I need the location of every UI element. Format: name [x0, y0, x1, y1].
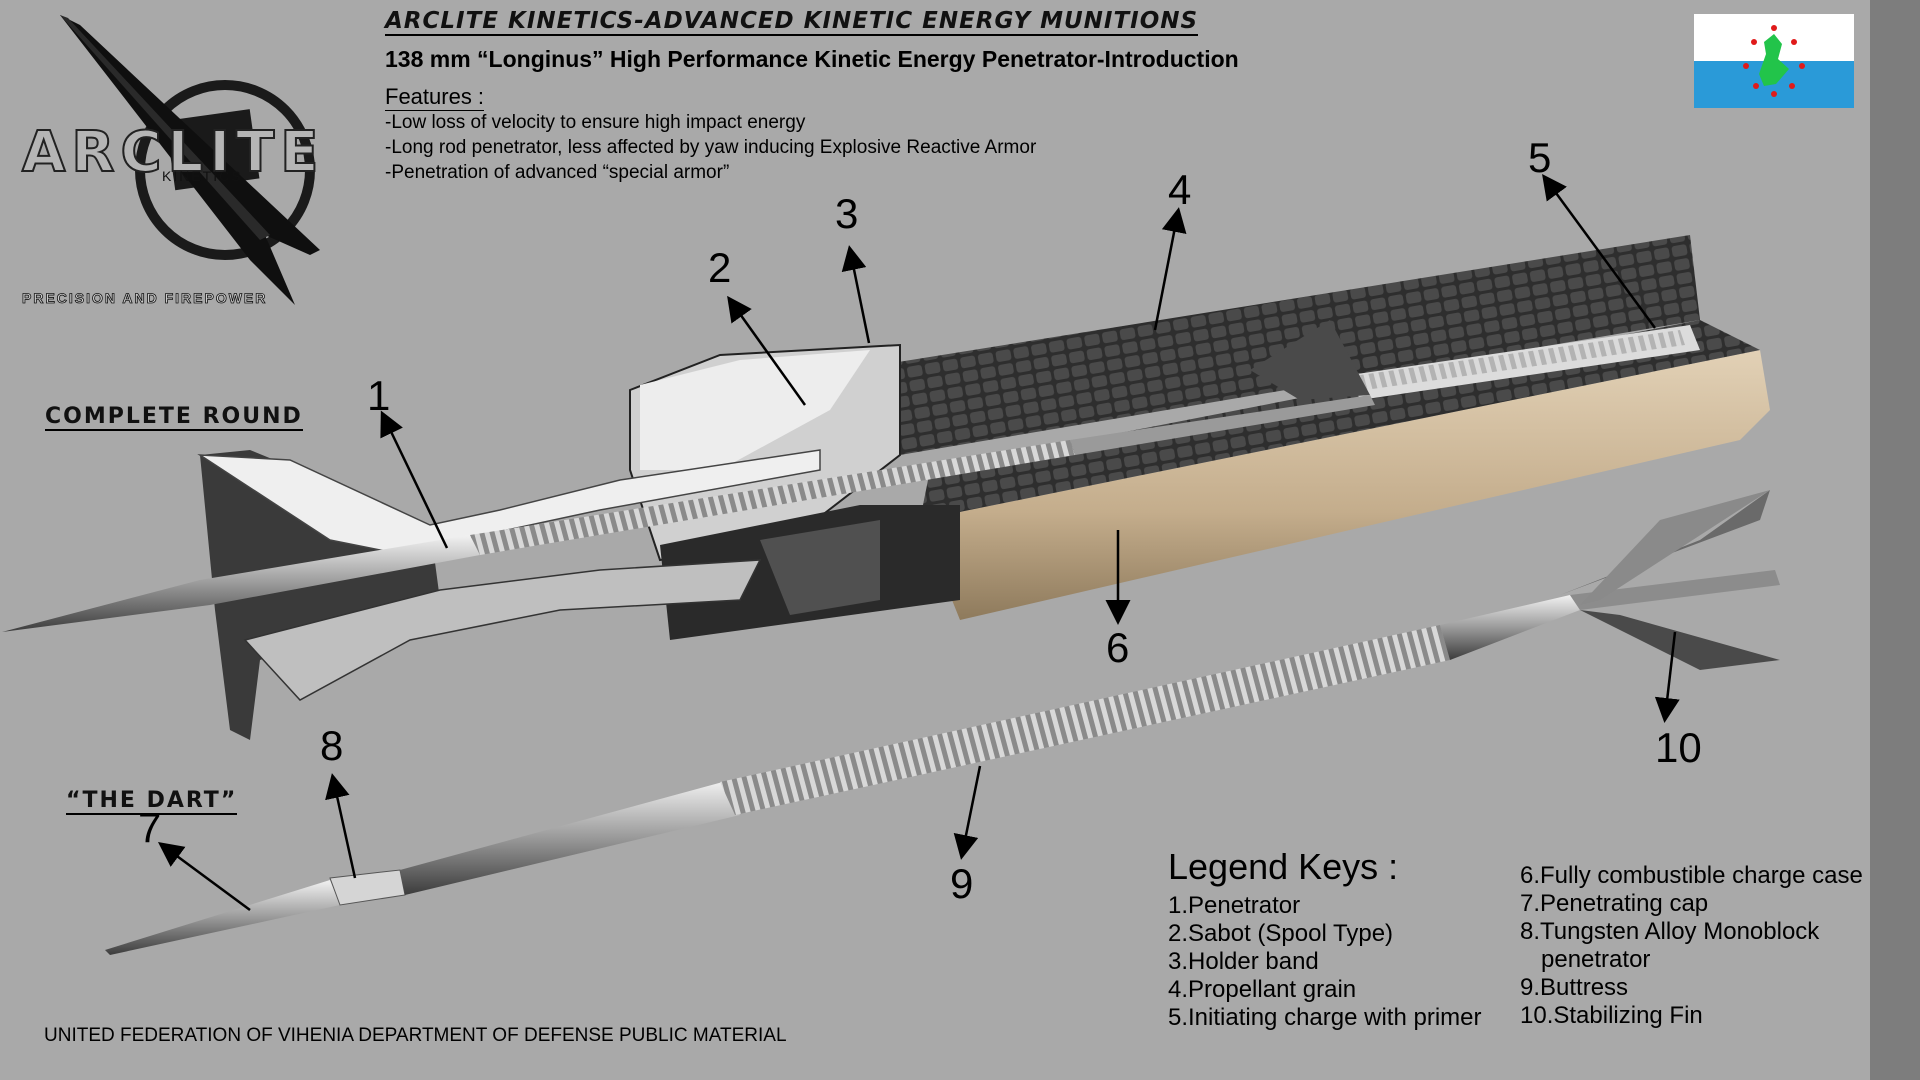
feature-item: -Low loss of velocity to ensure high imp… — [385, 112, 806, 133]
legend-item: 5.Initiating charge with primer — [1168, 1004, 1482, 1031]
dart — [105, 490, 1780, 955]
complete-round-label: Complete Round — [45, 404, 303, 431]
features-heading: Features : — [385, 84, 485, 111]
callout-4: 4 — [1168, 166, 1192, 213]
right-border-strip — [1870, 0, 1920, 1080]
feature-item: -Long rod penetrator, less affected by y… — [385, 137, 1037, 158]
callout-2: 2 — [708, 244, 732, 291]
brand-sub: KINETICS — [162, 168, 243, 184]
sabot — [197, 320, 1370, 740]
the-dart-label: “The Dart” — [66, 788, 238, 815]
legend-item: 7.Penetrating cap — [1520, 890, 1709, 917]
page-subtitle: 138 mm “Longinus” High Performance Kinet… — [385, 46, 1239, 72]
legend-item: 1.Penetrator — [1168, 892, 1301, 919]
feature-item: -Penetration of advanced “special armor” — [385, 162, 730, 183]
penetrator-rod — [2, 395, 1375, 632]
vihenia-flag — [1694, 14, 1854, 108]
legend-heading: Legend Keys : — [1168, 846, 1399, 887]
legend-item: 6.Fully combustible charge case — [1520, 862, 1863, 889]
legend-item: 10.Stabilizing Fin — [1520, 1002, 1703, 1029]
legend-item: 2.Sabot (Spool Type) — [1168, 920, 1394, 947]
logo-emblem-icon — [60, 15, 320, 305]
callout-9: 9 — [950, 860, 974, 907]
legend-item: penetrator — [1541, 946, 1651, 973]
arclite-logo — [20, 10, 390, 310]
callout-6: 6 — [1106, 624, 1130, 671]
callout-8: 8 — [320, 722, 344, 769]
footer-notice: UNITED FEDERATION OF VIHENIA DEPARTMENT … — [44, 1025, 787, 1046]
legend-item: 4.Propellant grain — [1168, 976, 1357, 1003]
callout-1: 1 — [367, 372, 391, 419]
callout-3: 3 — [835, 190, 859, 237]
brand-slogan: PRECISION AND FIREPOWER — [22, 290, 268, 307]
callout-5: 5 — [1528, 134, 1552, 181]
legend-item: 9.Buttress — [1520, 974, 1629, 1001]
page-title: Arclite Kinetics-Advanced Kinetic Energy… — [385, 8, 1199, 36]
legend-item: 8.Tungsten Alloy Monoblock — [1520, 918, 1820, 945]
callout-arrows — [157, 173, 1680, 912]
callout-7: 7 — [138, 804, 162, 851]
legend-item: 3.Holder band — [1168, 948, 1319, 975]
callout-10: 10 — [1655, 724, 1702, 771]
brand-name: ARCLITE — [21, 119, 325, 186]
